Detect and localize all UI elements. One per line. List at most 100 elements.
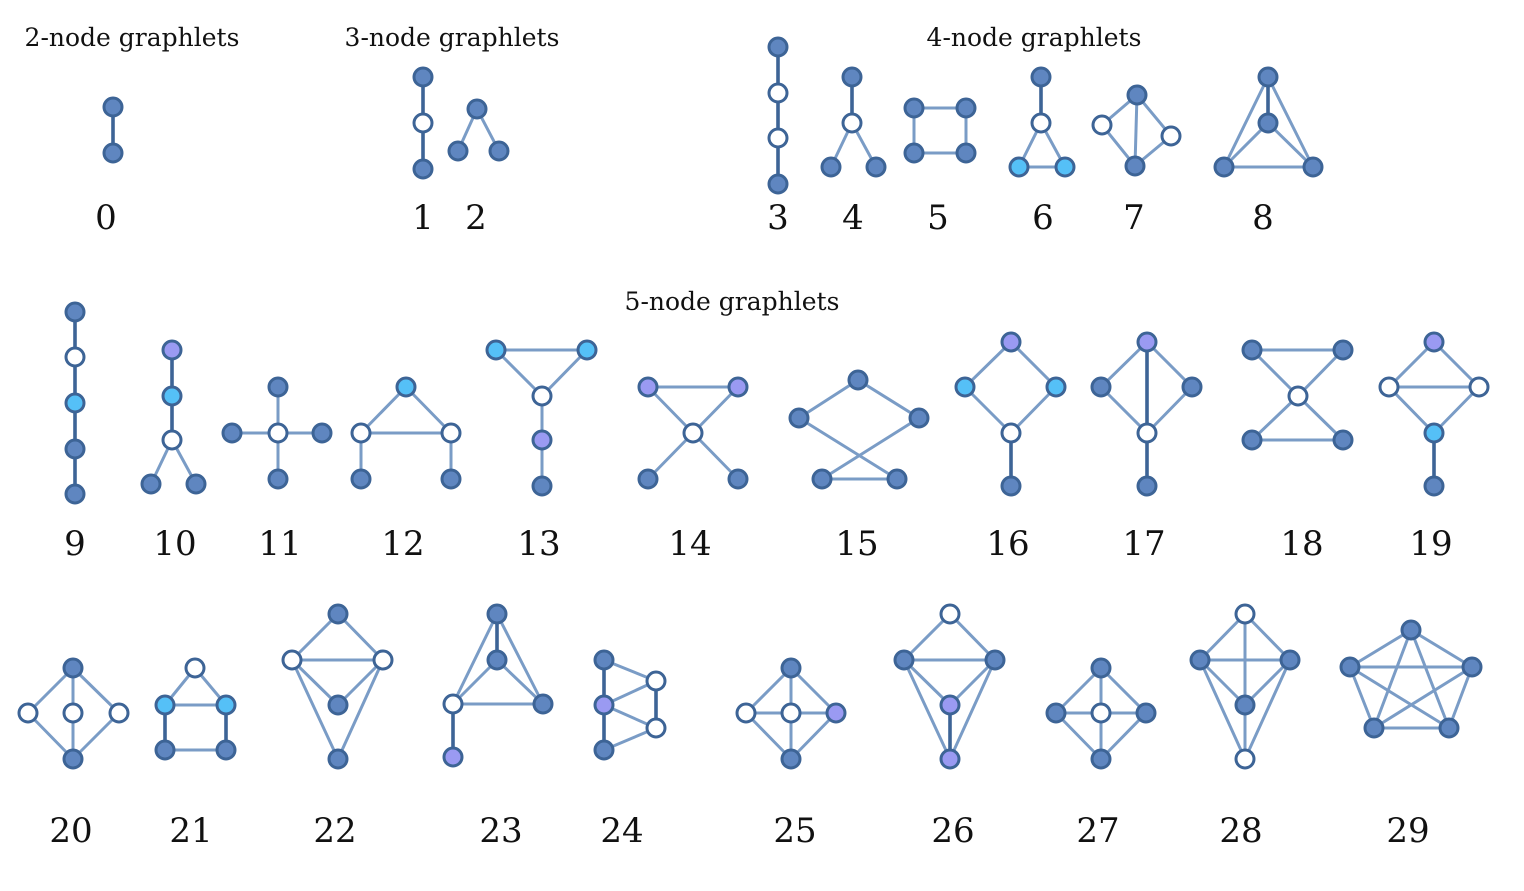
graphlet-19-edge-0: [1387, 340, 1436, 389]
graphlet-10-node-0: [161, 339, 183, 361]
graphlet-4-node-0: [841, 66, 863, 88]
graphlet-10-node-3: [140, 473, 162, 495]
graphlet-15-node-3: [811, 468, 833, 490]
graphlet-20-node-1: [17, 702, 39, 724]
graphlet-21-node-4: [215, 739, 237, 761]
graphlet-12: 12: [350, 376, 462, 564]
graphlet-29-node-3: [1363, 717, 1385, 739]
graphlet-14-edge-4: [691, 431, 740, 481]
graphlet-18-node-3: [1241, 429, 1263, 451]
graphlet-15-edge-3: [820, 416, 921, 481]
section-title-2-node: 2-node graphlets: [25, 23, 240, 52]
graphlet-18-node-1: [1332, 339, 1354, 361]
graphlet-10-node-4: [185, 473, 207, 495]
graphlet-17-edge-3: [1099, 385, 1149, 435]
graphlet-25-node-2: [780, 702, 802, 724]
graphlet-8: 8: [1213, 66, 1324, 238]
graphlet-29-edge-8: [1447, 665, 1474, 730]
graphlet-19: 19: [1378, 331, 1490, 564]
graphlet-22-edge-5: [290, 658, 340, 761]
graphlet-12-node-1: [350, 422, 372, 444]
graphlet-10-node-1: [161, 385, 183, 407]
graphlet-12-node-4: [440, 468, 462, 490]
graphlet-10-node-2: [161, 429, 183, 451]
graphlet-29-edge-7: [1372, 665, 1474, 730]
graphlet-9: 9: [64, 301, 86, 564]
graphlet-22-node-2: [372, 649, 394, 671]
graphlet-28-node-0: [1234, 603, 1256, 625]
graphlet-7-node-1: [1091, 114, 1113, 136]
graphlet-7-node-2: [1160, 125, 1182, 147]
graphlet-23-node-3: [532, 693, 554, 715]
graphlet-7-node-3: [1124, 155, 1146, 177]
graphlet-13-node-2: [531, 385, 553, 407]
graphlet-3-node-0: [767, 36, 789, 58]
graphlet-26-node-1: [893, 649, 915, 671]
graphlet-23-edge-1: [451, 612, 499, 706]
graphlet-9-node-2: [64, 392, 86, 414]
graphlet-23-edge-2: [495, 612, 545, 706]
graphlet-29-node-1: [1339, 656, 1361, 678]
graphlet-26: 26: [893, 603, 1006, 851]
graphlet-18-edge-2: [1296, 348, 1345, 398]
graphlet-26-edge-6: [948, 658, 997, 761]
graphlet-12-node-2: [440, 422, 462, 444]
graphlet-28-node-4: [1234, 748, 1256, 770]
graphlet-8-node-1: [1257, 112, 1279, 134]
graphlet-5: 5: [903, 97, 977, 238]
graphlet-19-node-2: [1468, 376, 1490, 398]
graphlet-27: 27: [1045, 657, 1157, 851]
graphlet-1: 1: [412, 66, 434, 238]
graphlet-16-edge-2: [963, 385, 1013, 435]
graphlet-17-edge-0: [1099, 340, 1149, 389]
graphlet-25-edge-4: [744, 666, 793, 715]
graphlet-26-node-4: [939, 748, 961, 770]
graphlet-16: 16: [954, 331, 1067, 564]
graphlet-13-label: 13: [517, 524, 560, 564]
graphlet-29-edge-0: [1348, 628, 1413, 669]
graphlet-9-node-3: [64, 438, 86, 460]
graphlet-8-edge-2: [1266, 75, 1315, 169]
graphlet-8-label: 8: [1252, 198, 1274, 238]
graphlet-13-node-1: [576, 339, 598, 361]
graphlet-1-node-0: [412, 66, 434, 88]
graphlet-29-edge-3: [1409, 628, 1451, 730]
section-title-5-node: 5-node graphlets: [625, 287, 840, 316]
graphlet-13-node-3: [531, 429, 553, 451]
graphlet-17-node-3: [1136, 422, 1158, 444]
graphlet-26-edge-1: [948, 612, 997, 662]
graphlet-20-edge-0: [26, 666, 75, 715]
graphlet-20-node-2: [62, 702, 84, 724]
graphlet-3-label: 3: [767, 198, 789, 238]
graphlet-23-node-4: [442, 746, 464, 768]
graphlet-13-edge-2: [540, 348, 589, 398]
graphlet-15-node-4: [886, 468, 908, 490]
graphlet-0-node-0: [102, 96, 124, 118]
graphlet-24-label: 24: [600, 811, 643, 851]
graphlet-9-node-1: [64, 346, 86, 368]
graphlet-27-node-2: [1090, 702, 1112, 724]
graphlet-10: 10: [140, 339, 207, 564]
graphlet-29: 29: [1339, 619, 1483, 851]
graphlet-22-node-0: [327, 603, 349, 625]
graphlet-21: 21: [154, 657, 237, 851]
graphlet-22-node-4: [327, 748, 349, 770]
graphlet-20-node-4: [62, 748, 84, 770]
graphlet-6-node-0: [1030, 66, 1052, 88]
graphlet-24-node-2: [593, 694, 615, 716]
graphlet-16-edge-1: [1009, 340, 1058, 389]
graphlet-25-node-4: [780, 748, 802, 770]
graphlet-6-node-2: [1008, 156, 1030, 178]
graphlet-28-edge-5: [1243, 658, 1292, 707]
graphlet-14-node-0: [637, 376, 659, 398]
graphlet-28-edge-0: [1198, 612, 1247, 662]
graphlet-20-node-3: [108, 702, 130, 724]
graphlet-19-node-4: [1423, 475, 1445, 497]
graphlet-22-edge-1: [336, 612, 385, 662]
graphlet-13: 13: [485, 339, 598, 564]
graphlet-11-node-2: [267, 422, 289, 444]
graphlet-24-node-1: [645, 670, 667, 692]
graphlet-3-node-3: [767, 173, 789, 195]
graphlet-27-edge-5: [1054, 711, 1103, 761]
